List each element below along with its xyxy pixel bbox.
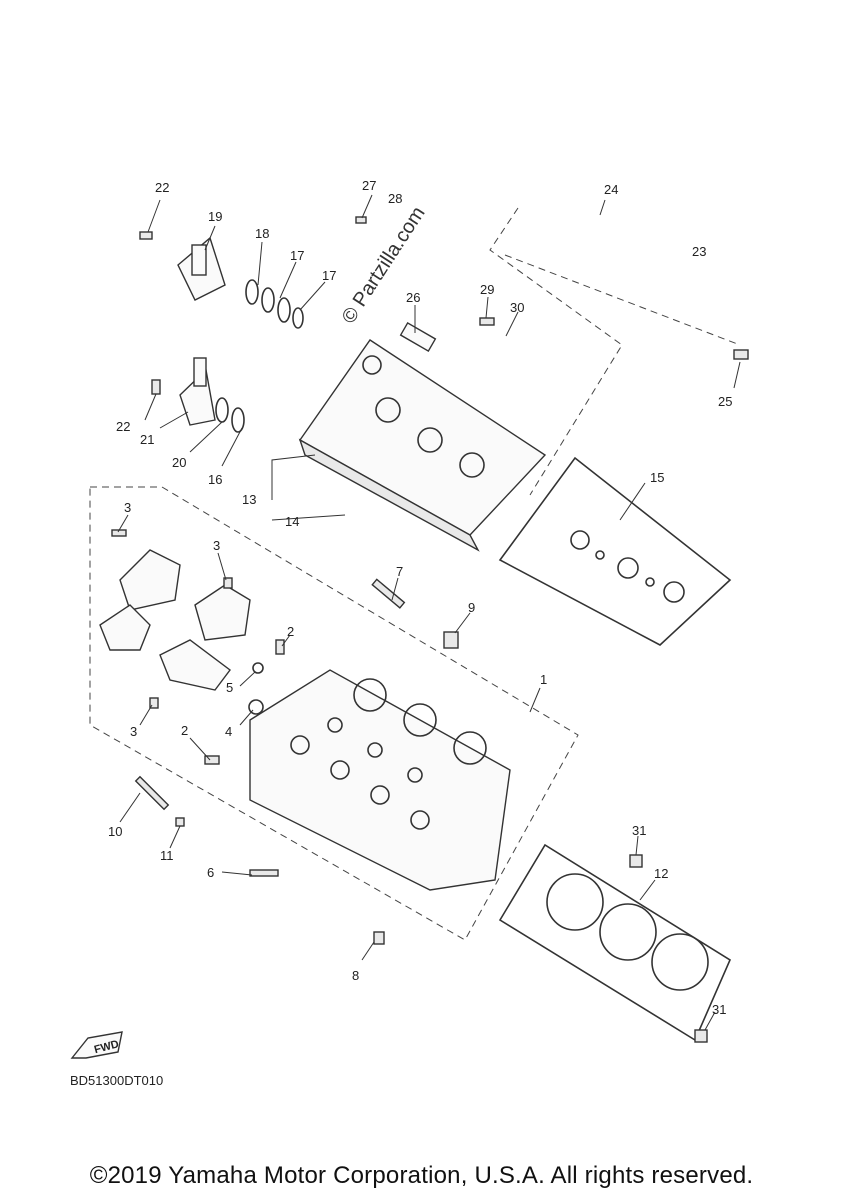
callout-label: 20	[172, 455, 186, 470]
head-group-outline	[89, 486, 579, 941]
callout-label: 3	[124, 500, 131, 515]
bolts-upper	[139, 216, 749, 395]
callout-label: 26	[406, 290, 420, 305]
callout-label: 16	[208, 472, 222, 487]
callout-label: 2	[287, 624, 294, 639]
cylinder-head-cover	[298, 321, 547, 552]
callout-label: 14	[285, 514, 299, 529]
diagram-code: BD51300DT010	[70, 1073, 164, 1088]
callout-label: 31	[712, 1002, 726, 1017]
bolts-lower	[111, 529, 459, 945]
callout-label: 6	[207, 865, 214, 880]
camshaft-caps	[99, 549, 251, 691]
callout-label: 27	[362, 178, 376, 193]
callout-label: 18	[255, 226, 269, 241]
callout-label: 31	[632, 823, 646, 838]
leader-lines	[117, 194, 741, 1031]
callout-label: 8	[352, 968, 359, 983]
watermark: © Partzilla.com	[338, 203, 430, 328]
callout-label: 22	[116, 419, 130, 434]
cylinder-head	[249, 669, 511, 891]
callout-label: 13	[242, 492, 256, 507]
callout-label: 28	[388, 191, 402, 206]
callout-label: 19	[208, 209, 222, 224]
callout-label: 22	[155, 180, 169, 195]
callout-label: 3	[130, 724, 137, 739]
fwd-arrow-icon: FWD	[70, 1031, 123, 1059]
callout-label: 17	[290, 248, 304, 263]
callout-label: 3	[213, 538, 220, 553]
callout-label: 2	[181, 723, 188, 738]
callout-label: 15	[650, 470, 664, 485]
callout-label: 21	[140, 432, 154, 447]
copyright-notice: ©2019 Yamaha Motor Corporation, U.S.A. A…	[89, 1162, 754, 1189]
callout-label: 4	[225, 724, 232, 739]
callout-labels: 22 19 18 17 17 27 28 24 23 26 29 30 25 2…	[108, 178, 732, 1017]
breather-parts	[177, 236, 304, 433]
callout-label: 10	[108, 824, 122, 839]
callout-label: 29	[480, 282, 494, 297]
callout-label: 24	[604, 182, 618, 197]
cylinder-head-gasket	[498, 843, 732, 1043]
callout-label: 7	[396, 564, 403, 579]
callout-label: 30	[510, 300, 524, 315]
callout-label: 1	[540, 672, 547, 687]
callout-label: 11	[160, 848, 174, 863]
callout-label: 9	[468, 600, 475, 615]
head-cover-gasket	[498, 456, 732, 646]
callout-label: 23	[692, 244, 706, 259]
callout-label: 5	[226, 680, 233, 695]
callout-label: 17	[322, 268, 336, 283]
callout-label: 12	[654, 866, 668, 881]
callout-label: 25	[718, 394, 732, 409]
